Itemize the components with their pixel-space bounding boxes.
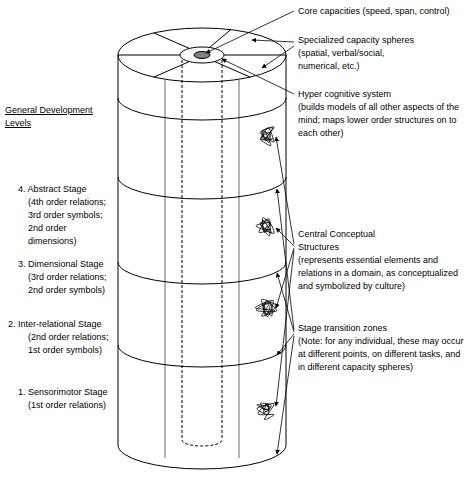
inner-column — [222, 60, 223, 440]
inner-column — [165, 80, 166, 458]
stage-name: 1. Sensorimotor Stage — [18, 386, 108, 399]
callout-label: Specialized capacity spheres — [298, 34, 414, 47]
callout-label: Stage transition zones — [298, 322, 387, 335]
sphere-divider — [154, 33, 190, 49]
leader-line — [277, 189, 294, 330]
leader-line — [277, 336, 294, 454]
stage-name: 4. Abstract Stage — [18, 183, 87, 196]
inner-column — [182, 60, 183, 440]
callout-label: Core capacities (speed, span, control) — [298, 5, 450, 18]
stage-name: 2. Inter-relational Stage — [8, 318, 102, 331]
stage-boundary — [118, 98, 286, 120]
stage-boundary — [118, 345, 286, 367]
leader-line — [222, 59, 294, 94]
stage-boundary — [118, 177, 286, 199]
callout-label: Hyper cognitive system — [298, 88, 391, 101]
callout-note: (represents essential elements and relat… — [298, 254, 463, 293]
leader-line — [252, 40, 294, 42]
callout-note: (spatial, verbal/social, numerical, etc.… — [298, 47, 410, 73]
conceptual-structure-scribble — [260, 127, 274, 146]
callout-note: (builds models of all other aspects of t… — [298, 101, 468, 140]
leader-line — [262, 46, 294, 68]
leader-line — [276, 137, 294, 244]
stage-note: (3rd order relations; 2nd order symbols) — [28, 271, 116, 297]
cylinder-bottom — [118, 445, 286, 469]
hyper-cognitive-ellipse — [180, 47, 224, 63]
callout-label: Central Conceptual Structures — [298, 228, 398, 254]
stage-note: (4th order relations; 3rd order symbols;… — [28, 196, 116, 248]
stage-boundary — [118, 262, 286, 284]
section-heading: General Development Levels — [5, 104, 105, 130]
sphere-divider — [210, 30, 231, 48]
leader-line — [276, 250, 294, 406]
sphere-divider — [118, 55, 180, 56]
inner-column-base — [182, 440, 222, 446]
cylinder-top — [118, 28, 286, 82]
inner-column — [239, 80, 240, 458]
conceptual-structure-scribble — [255, 299, 276, 317]
conceptual-structure-scribble — [257, 403, 274, 420]
stage-note: (2nd order relations; 1st order symbols) — [28, 331, 116, 357]
leader-line — [276, 228, 294, 246]
conceptual-structure-scribble — [256, 218, 274, 236]
callout-note: (Note: for any individual, these may occ… — [298, 335, 468, 374]
stage-name: 3. Dimensional Stage — [18, 258, 104, 271]
leader-line — [206, 11, 294, 53]
stage-note: (1st order relations) — [28, 399, 116, 412]
leader-line — [277, 273, 294, 332]
sphere-divider — [224, 55, 286, 56]
cylinder-side — [118, 55, 119, 445]
sphere-divider — [154, 62, 190, 78]
